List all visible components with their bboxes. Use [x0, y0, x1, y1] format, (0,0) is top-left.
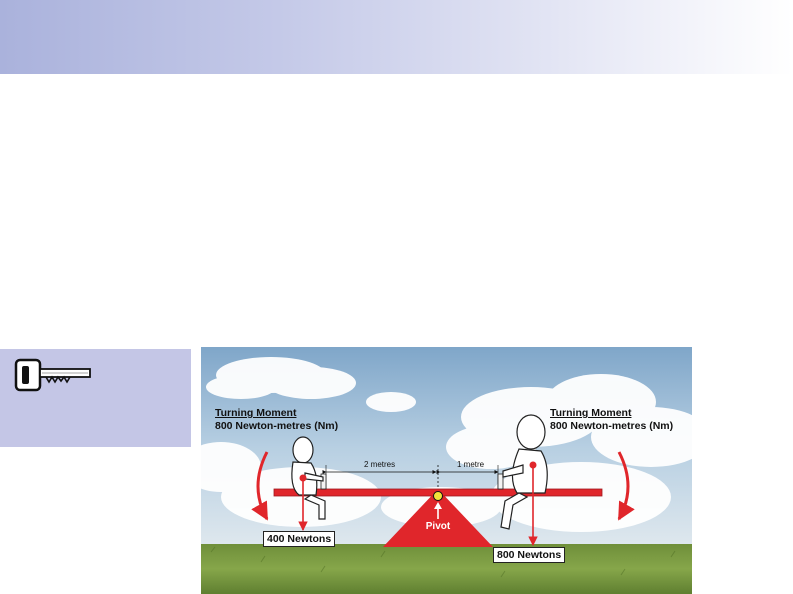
left-moment-title: Turning Moment: [215, 407, 297, 419]
right-moment-value: 800 Newton-metres (Nm): [550, 420, 674, 432]
key-panel: [0, 349, 191, 447]
left-force-label: 400 Newtons: [263, 531, 336, 547]
person-left: [291, 436, 326, 520]
moment-arrow-left: [251, 451, 269, 521]
moment-arrow-right: [617, 451, 635, 521]
grass: [201, 544, 692, 594]
clouds: [201, 357, 692, 532]
seesaw-illustration: [201, 347, 692, 594]
left-moment-value: 800 Newton-metres (Nm): [215, 420, 339, 432]
seesaw-diagram: Turning Moment 800 Newton-metres (Nm) Tu…: [201, 347, 692, 594]
right-force-label: 800 Newtons: [493, 547, 566, 563]
left-moment-label: Turning Moment 800 Newton-metres (Nm): [215, 407, 338, 433]
left-distance-label: 2 metres: [364, 460, 396, 469]
key-icon: [14, 358, 91, 392]
right-moment-label: Turning Moment 800 Newton-metres (Nm): [550, 407, 673, 433]
person-right: [500, 414, 548, 530]
right-moment-title: Turning Moment: [550, 407, 632, 419]
pivot-label: Pivot: [425, 521, 451, 532]
right-distance-label: 1 metre: [457, 460, 485, 469]
header-band: [0, 0, 793, 74]
pivot-point: [433, 491, 443, 501]
